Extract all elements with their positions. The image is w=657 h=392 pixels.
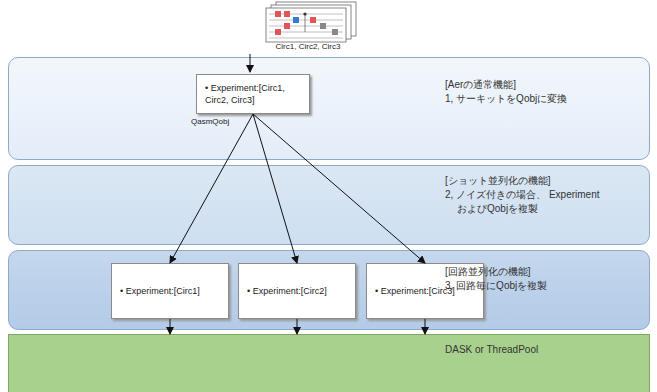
band-description: 2, ノイズ付きの場合、 ExperimentおよびQobjを複製 [445, 188, 607, 216]
band-text: [回路並列化の機能]3, 回路毎にQobjを複製 [445, 265, 625, 293]
object-label: QasmQobj [191, 116, 229, 128]
band-description: 1, サーキットをQobjに変換 [445, 92, 607, 106]
experiment-text: • Experiment:[Circ1] [112, 281, 208, 301]
function-band: [Aerの通常機能]1, サーキットをQobjに変換 • Experiment:[… [8, 57, 650, 160]
circuit-cards [266, 2, 356, 42]
function-band: [ショット並列化の機能]2, ノイズ付きの場合、 ExperimentおよびQo… [8, 165, 650, 245]
band-heading: [回路並列化の機能] [445, 265, 625, 279]
experiment-box: • Experiment:[Circ2] [238, 263, 356, 319]
experiment-box: • Experiment:[Circ1] [111, 263, 229, 319]
band-text: [ショット並列化の機能]2, ノイズ付きの場合、 ExperimentおよびQo… [445, 174, 625, 216]
circuit-caption: Circ1, Circ2, Circ3 [262, 42, 354, 52]
band-text: DASK or ThreadPool [445, 343, 625, 357]
band-description: 3, 回路毎にQobjを複製 [445, 279, 607, 293]
band-heading: [Aerの通常機能] [445, 78, 625, 92]
experiment-text: • Experiment:[Circ3] [367, 281, 463, 301]
band-heading: DASK or ThreadPool [445, 343, 625, 357]
experiment-text: • Experiment:[Circ2] [239, 281, 335, 301]
experiment-text: • Experiment:[Circ1, Circ2, Circ3] [197, 78, 309, 110]
qobj-box: • Experiment:[Circ1, Circ2, Circ3]QasmQo… [196, 74, 310, 114]
executor-band: DASK or ThreadPool [8, 334, 650, 392]
band-text: [Aerの通常機能]1, サーキットをQobjに変換 [445, 78, 625, 106]
band-heading: [ショット並列化の機能] [445, 174, 625, 188]
function-band: [回路並列化の機能]3, 回路毎にQobjを複製• Experiment:[Ci… [8, 250, 650, 330]
